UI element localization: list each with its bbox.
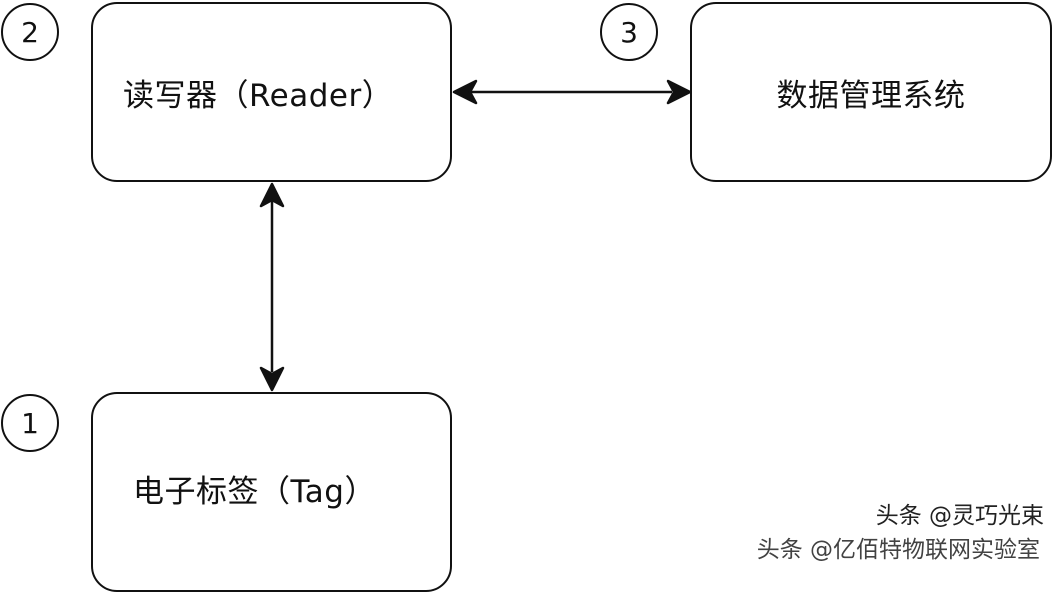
reader-node: 读写器（Reader）: [91, 2, 452, 182]
step-badge-data-management: 3: [600, 3, 658, 61]
step-badge-tag: 1: [1, 394, 59, 452]
watermark-primary: 头条 @灵巧光束: [875, 503, 1044, 529]
reader-label: 读写器（Reader）: [123, 77, 394, 114]
arrowhead-up-icon: [259, 182, 285, 208]
data-management-node: 数据管理系统: [690, 2, 1052, 182]
tag-label: 电子标签（Tag）: [133, 474, 376, 510]
arrowhead-down-icon: [259, 366, 285, 392]
step-badge-reader: 2: [1, 3, 59, 61]
data-management-label: 数据管理系统: [776, 77, 966, 114]
arrowhead-left-icon: [452, 79, 478, 105]
watermark-secondary: 头条 @亿佰特物联网实验室: [756, 537, 1040, 563]
tag-node: 电子标签（Tag）: [91, 392, 452, 592]
arrowhead-right-icon: [666, 79, 692, 105]
